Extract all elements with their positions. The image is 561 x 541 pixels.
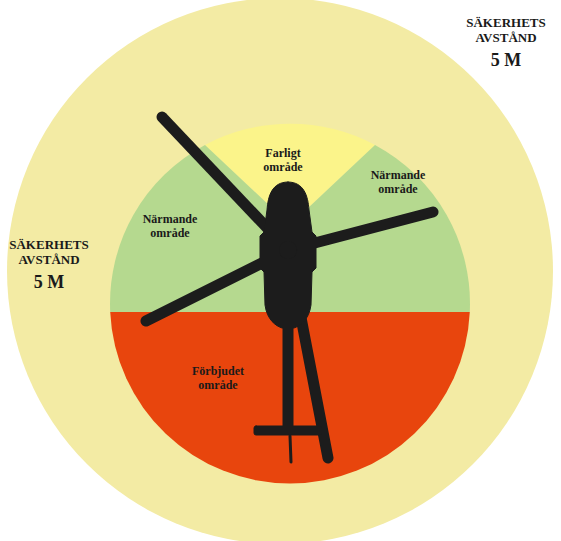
forbidden-sector-fill (110, 312, 470, 484)
zone-name: Närmande område (352, 169, 444, 197)
distance-value: 5 M (19, 272, 79, 293)
approach-sector-fill (290, 145, 470, 312)
approach-sector-fill (110, 145, 290, 312)
safety-distance-ring-fill (7, 0, 553, 541)
zone-label: SÄKERHETS AVSTÅND (4, 238, 94, 268)
zone-name: Förbjudet område (172, 365, 264, 393)
zone-name: Närmande område (124, 213, 216, 241)
zone-name: Farligt område (246, 147, 320, 175)
zone-label: SÄKERHETS AVSTÅND (460, 16, 552, 46)
distance-value: 5 M (476, 50, 536, 71)
